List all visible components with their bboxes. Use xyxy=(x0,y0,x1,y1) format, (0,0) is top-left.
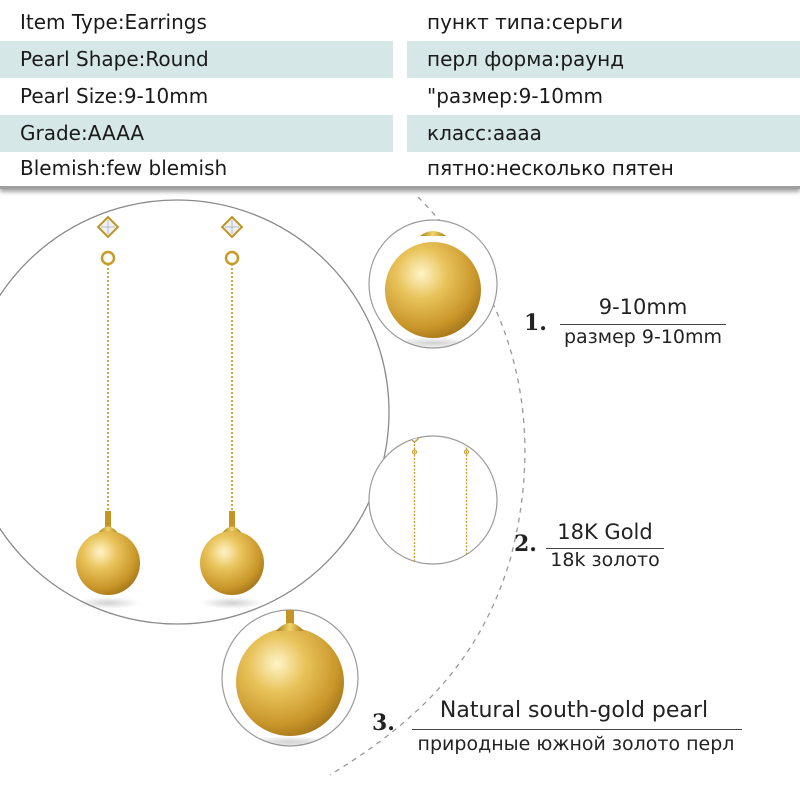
spec-en-label: Blemish:few blemish xyxy=(20,156,228,180)
detail-circle-gold-chain xyxy=(368,435,498,565)
spec-table: Item Type:Earrings пункт типа:серьги Pea… xyxy=(0,0,800,189)
feature-number-3: 3. xyxy=(372,710,395,736)
large-circle-frame xyxy=(0,199,390,625)
spec-en-label: Pearl Shape:Round xyxy=(0,41,393,78)
spec-en-label: Grade:AAAA xyxy=(0,115,393,152)
caption-divider xyxy=(412,729,742,730)
feature-subtitle-1: размер 9-10mm xyxy=(563,326,723,348)
feature-number-1: 1. xyxy=(524,310,547,336)
feature-title-3: Natural south-gold pearl xyxy=(439,698,709,723)
spec-row-pearl-shape: Pearl Shape:Round перл форма:раунд xyxy=(0,41,800,78)
caption-divider xyxy=(546,548,664,549)
earring-left xyxy=(76,215,140,609)
spec-en-label: Item Type:Earrings xyxy=(20,10,207,34)
earrings-illustration xyxy=(0,196,526,776)
spec-row-item-type: Item Type:Earrings пункт типа:серьги xyxy=(0,4,800,41)
earring-right xyxy=(200,215,264,609)
spec-ru-label: пункт типа:серьги xyxy=(427,10,624,34)
detail-circle-south-gold-pearl xyxy=(221,609,359,747)
feature-subtitle-2: 18k золото xyxy=(550,549,660,571)
feature-title-2: 18K Gold xyxy=(557,520,653,544)
spec-ru-label: класс:аааа xyxy=(407,115,800,152)
detail-circle-pearl-size xyxy=(368,219,498,349)
spec-ru-label: пятно:несколько пятен xyxy=(427,156,674,180)
feature-title-1: 9-10mm xyxy=(598,295,688,319)
feature-subtitle-3: природные южной золото перл xyxy=(417,733,735,755)
caption-divider xyxy=(560,324,726,325)
feature-number-2: 2. xyxy=(514,531,537,557)
spec-en-label: Pearl Size:9-10mm xyxy=(20,84,209,108)
product-scene: 1. 9-10mm размер 9-10mm 2. 18K Gold 18k … xyxy=(0,189,800,800)
spec-row-grade: Grade:AAAA класс:аааа xyxy=(0,115,800,152)
spec-ru-label: "размер:9-10mm xyxy=(427,84,603,108)
spec-row-pearl-size: Pearl Size:9-10mm "размер:9-10mm xyxy=(0,78,800,115)
spec-ru-label: перл форма:раунд xyxy=(407,41,800,78)
spec-row-blemish: Blemish:few blemish пятно:несколько пяте… xyxy=(0,150,800,187)
